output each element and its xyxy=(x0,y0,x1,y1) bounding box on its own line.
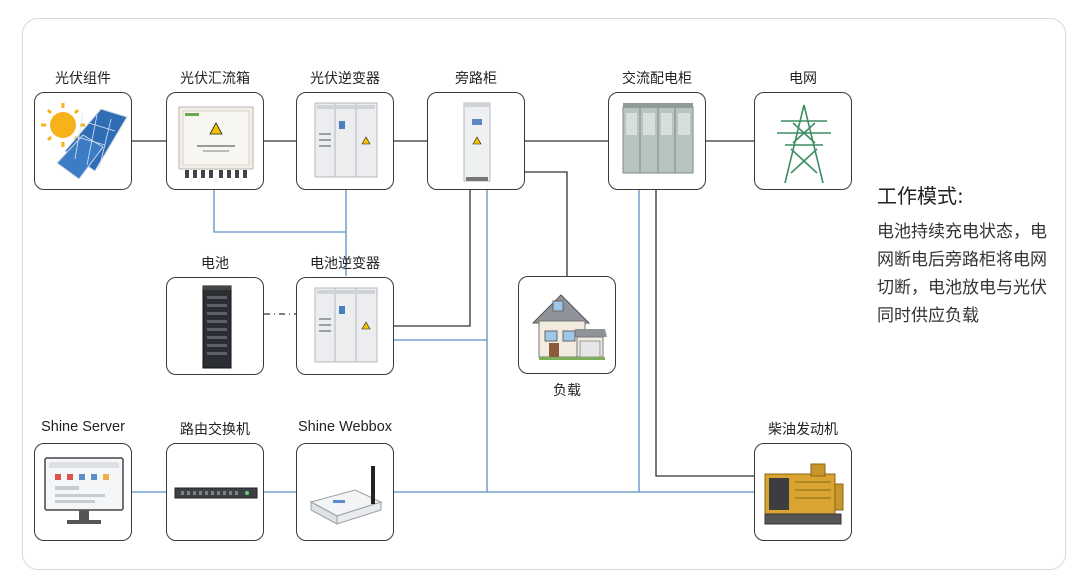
network-switch-icon xyxy=(174,487,258,499)
inverter-cabinet-icon xyxy=(314,287,378,363)
node-ac-distribution xyxy=(608,92,706,190)
battery-rack-icon xyxy=(202,285,232,369)
node-grid xyxy=(754,92,852,190)
node-router xyxy=(166,443,264,541)
line-bypass-battinv xyxy=(394,190,471,327)
diesel-generator-icon xyxy=(764,463,844,525)
node-combiner-box xyxy=(166,92,264,190)
label-battery-inverter: 电池逆变器 xyxy=(310,256,380,272)
line-combiner-battinv xyxy=(213,190,346,233)
label-pv-inverter: 光伏逆变器 xyxy=(310,71,380,87)
webbox-device-icon xyxy=(309,466,383,525)
label-load: 负载 xyxy=(553,383,581,399)
solar-panel-icon xyxy=(41,103,128,180)
diagram-frame xyxy=(22,18,1066,570)
label-combiner-box: 光伏汇流箱 xyxy=(180,71,250,87)
bypass-cabinet-icon xyxy=(463,102,491,182)
label-ac-distribution: 交流配电柜 xyxy=(622,71,692,87)
combiner-box-icon xyxy=(178,106,254,178)
label-shine-server: Shine Server xyxy=(41,419,125,435)
mode-description: 电池持续充电状态，电网断电后旁路柜将电网切断，电池放电与光伏同时供应负载 xyxy=(877,222,1047,326)
label-bypass-cabinet: 旁路柜 xyxy=(455,71,497,87)
node-shine-webbox xyxy=(296,443,394,541)
label-battery: 电池 xyxy=(201,256,229,272)
node-battery xyxy=(166,277,264,375)
label-grid: 电网 xyxy=(789,71,817,87)
mode-title: 工作模式: xyxy=(877,184,964,208)
line-acdist-generator xyxy=(655,190,754,477)
monitor-icon xyxy=(44,457,124,524)
node-pv-inverter xyxy=(296,92,394,190)
label-shine-webbox: Shine Webbox xyxy=(297,419,393,435)
line-bypass-load xyxy=(525,171,568,276)
label-diesel-generator: 柴油发动机 xyxy=(768,422,838,438)
inverter-cabinet-icon xyxy=(314,102,378,178)
node-bypass-cabinet xyxy=(427,92,525,190)
node-battery-inverter xyxy=(296,277,394,375)
label-router: 路由交换机 xyxy=(180,422,250,438)
node-pv-module xyxy=(34,92,132,190)
house-icon xyxy=(531,294,607,360)
node-diesel-generator xyxy=(754,443,852,541)
label-pv-module: 光伏组件 xyxy=(55,71,111,87)
distribution-cabinet-icon xyxy=(622,103,694,174)
node-load xyxy=(518,276,616,374)
node-shine-server xyxy=(34,443,132,541)
transmission-tower-icon xyxy=(777,104,831,184)
